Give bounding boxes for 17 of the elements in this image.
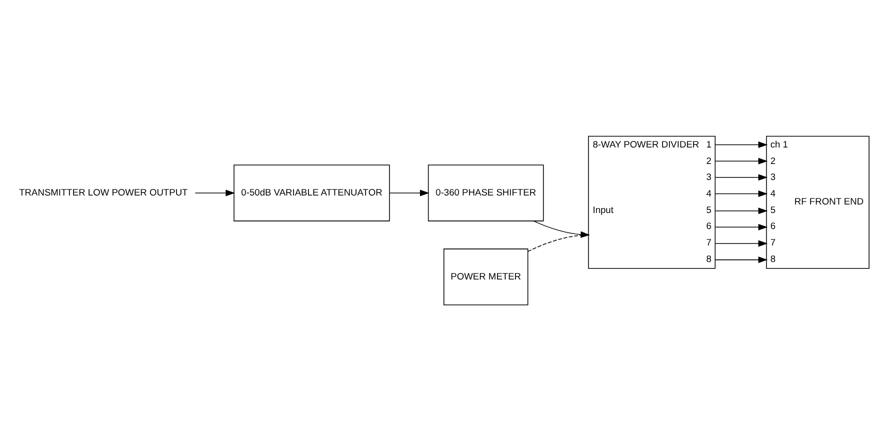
- arrow: [715, 158, 768, 164]
- arrow: [715, 174, 768, 181]
- arrow: [715, 224, 768, 230]
- node-box: 8-WAY POWER DIVIDER 1 2 3 4 Input 5 6 7 8: [588, 136, 716, 269]
- node-box: ch 1 RF FRONT END 2 3 4 5 6 7 8: [766, 136, 870, 269]
- arrow: [715, 240, 768, 247]
- arrow: [389, 190, 430, 196]
- arrow: [715, 190, 768, 197]
- node-box: POWER METER: [444, 248, 528, 306]
- node-box: 0-50dB VARIABLE ATTENUATOR: [234, 164, 390, 222]
- connector: [527, 234, 590, 252]
- arrow: [715, 142, 768, 148]
- arrow: [194, 190, 236, 196]
- arrow: [715, 256, 768, 264]
- node-text: TRANSMITTER LOW POWER OUTPUT: [19, 187, 188, 198]
- arrow: [715, 208, 768, 214]
- node-box: 0-360 PHASE SHIFTER: [428, 164, 544, 222]
